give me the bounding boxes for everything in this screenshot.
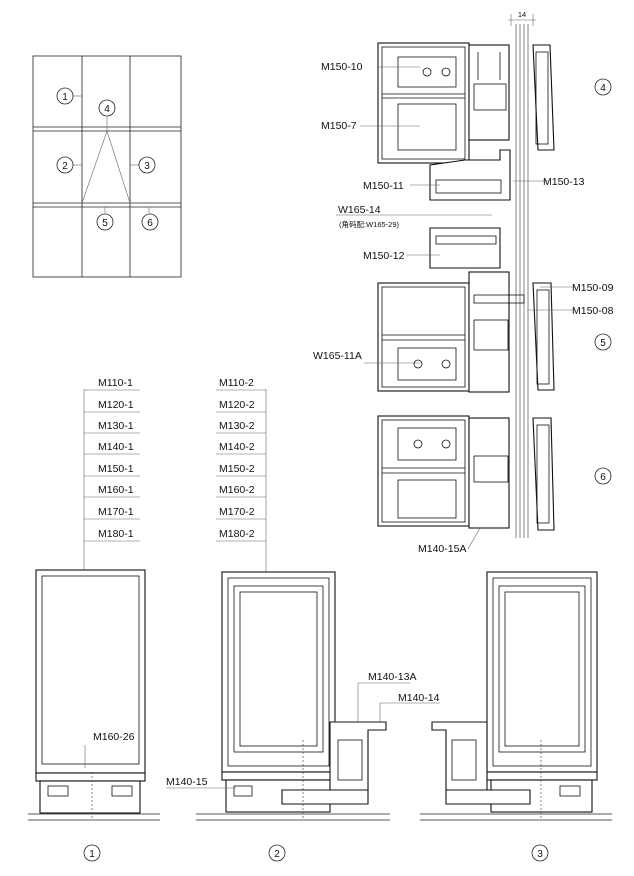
svg-text:M130-2: M130-2: [219, 420, 255, 432]
section-3-drawing: 3: [420, 571, 612, 862]
svg-text:M110-2: M110-2: [219, 377, 254, 389]
section-marker-5: 5: [594, 333, 612, 351]
svg-text:M180-1: M180-1: [98, 528, 134, 540]
elevation-marker-4: 4: [98, 99, 116, 117]
svg-text:M120-2: M120-2: [219, 399, 255, 411]
svg-text:M180-2: M180-2: [219, 528, 255, 540]
label-M150-08: M150-08: [572, 305, 614, 317]
svg-text:1: 1: [62, 92, 68, 103]
series-list-1: M110-1 M120-1 M130-1 M140-1 M150-1 M160-…: [84, 377, 140, 542]
svg-text:6: 6: [147, 218, 153, 229]
label-M150-12: M150-12: [363, 250, 405, 262]
svg-text:M170-1: M170-1: [98, 506, 134, 518]
svg-text:5: 5: [600, 338, 606, 349]
svg-text:M170-2: M170-2: [219, 506, 255, 518]
section-marker-2: 2: [268, 844, 286, 862]
elevation-marker-3: 3: [138, 156, 156, 174]
section-marker-1: 1: [83, 844, 101, 862]
label-M140-15: M140-15: [166, 776, 208, 788]
section-2-drawing: M110-2 M120-2 M130-2 M140-2 M150-2 M160-…: [166, 377, 440, 862]
label-M150-09: M150-09: [572, 282, 614, 294]
label-M150-7: M150-7: [321, 120, 357, 132]
section-marker-3: 3: [531, 844, 549, 862]
label-M150-10: M150-10: [321, 61, 363, 73]
elevation-marker-2: 2: [56, 156, 74, 174]
label-corner-note: (角码配:W165-29): [339, 219, 400, 229]
svg-text:M160-1: M160-1: [98, 484, 134, 496]
label-M150-11: M150-11: [363, 180, 404, 192]
elevation-diagram: 1 4 2 3 5 6: [32, 55, 182, 278]
elevation-marker-1: 1: [56, 87, 74, 105]
label-M150-13: M150-13: [543, 176, 585, 188]
svg-text:14: 14: [518, 10, 526, 19]
elevation-marker-6: 6: [141, 213, 159, 231]
svg-text:2: 2: [274, 849, 280, 860]
svg-text:6: 6: [600, 472, 606, 483]
label-M140-15A: M140-15A: [418, 543, 466, 555]
label-M140-13A: M140-13A: [368, 671, 416, 683]
svg-text:M150-2: M150-2: [219, 463, 255, 475]
svg-text:M150-1: M150-1: [98, 463, 134, 475]
svg-text:3: 3: [537, 849, 543, 860]
series-list-2: M110-2 M120-2 M130-2 M140-2 M150-2 M160-…: [216, 377, 266, 542]
label-W165-14: W165-14: [338, 204, 381, 216]
svg-text:M120-1: M120-1: [98, 399, 134, 411]
svg-text:M130-1: M130-1: [98, 420, 134, 432]
svg-text:M110-1: M110-1: [98, 377, 133, 389]
section-marker-6: 6: [594, 467, 612, 485]
svg-text:5: 5: [102, 218, 108, 229]
label-M160-26: M160-26: [93, 731, 135, 743]
label-W165-11A: W165-11A: [313, 350, 362, 362]
section-1-drawing: M110-1 M120-1 M130-1 M140-1 M150-1 M160-…: [28, 377, 160, 862]
svg-text:M140-2: M140-2: [219, 441, 255, 453]
dimension-14: 14: [508, 10, 536, 26]
svg-text:4: 4: [600, 83, 606, 94]
svg-text:4: 4: [104, 104, 110, 115]
svg-text:2: 2: [62, 161, 68, 172]
svg-text:3: 3: [144, 161, 150, 172]
svg-text:M160-2: M160-2: [219, 484, 255, 496]
section-marker-4: 4: [594, 78, 612, 96]
svg-text:M140-1: M140-1: [98, 441, 134, 453]
section-456-drawing: 14: [313, 10, 614, 555]
elevation-marker-5: 5: [96, 213, 114, 231]
label-M140-14: M140-14: [398, 692, 440, 704]
svg-text:1: 1: [89, 849, 95, 860]
